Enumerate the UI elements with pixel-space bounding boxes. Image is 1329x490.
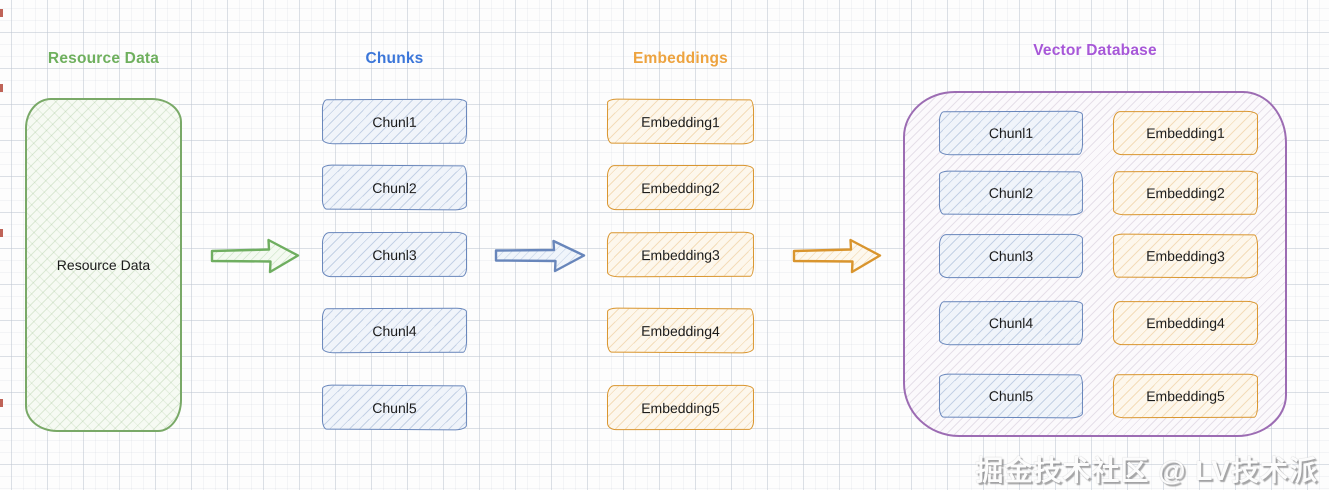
vdb-chunk-label: Chunl4 <box>988 314 1034 332</box>
chunk-label: Chunl3 <box>372 246 417 263</box>
embedding-label: Embedding4 <box>641 322 720 339</box>
vdb-embedding-box: Embedding3 <box>1112 233 1259 279</box>
embedding-label: Embedding5 <box>641 399 720 416</box>
resource-data-label: Resource Data <box>56 257 151 273</box>
embedding-box: Embedding5 <box>606 384 755 431</box>
embedding-box: Embedding2 <box>606 164 755 211</box>
vdb-chunk-box: Chunl4 <box>938 300 1084 346</box>
chunk-label: Chunl1 <box>372 113 417 130</box>
embeddings-title: Embeddings <box>632 50 728 67</box>
vdb-embedding-label: Embedding4 <box>1146 314 1225 332</box>
resource-data-title: Resource Data <box>47 50 160 67</box>
watermark-text: 掘金技术社区 @ LV技术派 <box>975 455 1318 486</box>
chunk-label: Chunl5 <box>372 399 417 416</box>
vdb-embedding-box: Embedding2 <box>1112 170 1259 216</box>
embedding-label: Embedding3 <box>641 246 720 263</box>
chunk-box: Chunl3 <box>321 231 468 278</box>
embedding-label: Embedding2 <box>641 179 720 196</box>
embedding-box: Embedding4 <box>606 307 755 354</box>
vdb-embedding-label: Embedding2 <box>1146 184 1225 202</box>
left-edge-artifact <box>0 84 3 92</box>
vdb-embedding-label: Embedding3 <box>1146 247 1225 265</box>
chunks-title: Chunks <box>365 50 424 67</box>
chunk-label: Chunl4 <box>372 322 417 339</box>
vdb-embedding-box: Embedding1 <box>1112 110 1259 156</box>
vdb-chunk-box: Chunl5 <box>938 373 1084 419</box>
vdb-chunk-box: Chunl1 <box>938 110 1084 156</box>
chunk-box: Chunl4 <box>321 307 468 354</box>
chunk-label: Chunl2 <box>372 179 417 196</box>
embedding-label: Embedding1 <box>641 113 720 130</box>
vdb-chunk-box: Chunl3 <box>938 233 1084 279</box>
vdb-embedding-label: Embedding5 <box>1146 387 1225 405</box>
vdb-chunk-label: Chunl1 <box>988 124 1034 142</box>
chunk-box: Chunl1 <box>321 98 468 145</box>
chunk-box: Chunl2 <box>321 164 468 211</box>
left-edge-artifact <box>0 399 3 407</box>
vdb-chunk-box: Chunl2 <box>938 170 1084 216</box>
resource-data-box: Resource Data <box>25 98 182 432</box>
vdb-chunk-label: Chunl3 <box>988 247 1034 265</box>
vdb-embedding-box: Embedding4 <box>1112 300 1259 346</box>
chunk-box: Chunl5 <box>321 384 468 431</box>
left-edge-artifact <box>0 229 3 237</box>
arrow-right-icon <box>210 238 300 274</box>
vector-database-title: Vector Database <box>1033 42 1157 59</box>
left-edge-artifact <box>0 9 3 17</box>
arrow-right-icon <box>494 239 586 273</box>
vdb-embedding-label: Embedding1 <box>1146 124 1225 142</box>
vdb-chunk-label: Chunl2 <box>988 184 1034 202</box>
embedding-box: Embedding3 <box>606 231 755 278</box>
vdb-embedding-box: Embedding5 <box>1112 373 1259 419</box>
embedding-box: Embedding1 <box>606 98 755 145</box>
vdb-chunk-label: Chunl5 <box>988 387 1034 405</box>
arrow-right-icon <box>792 238 882 274</box>
